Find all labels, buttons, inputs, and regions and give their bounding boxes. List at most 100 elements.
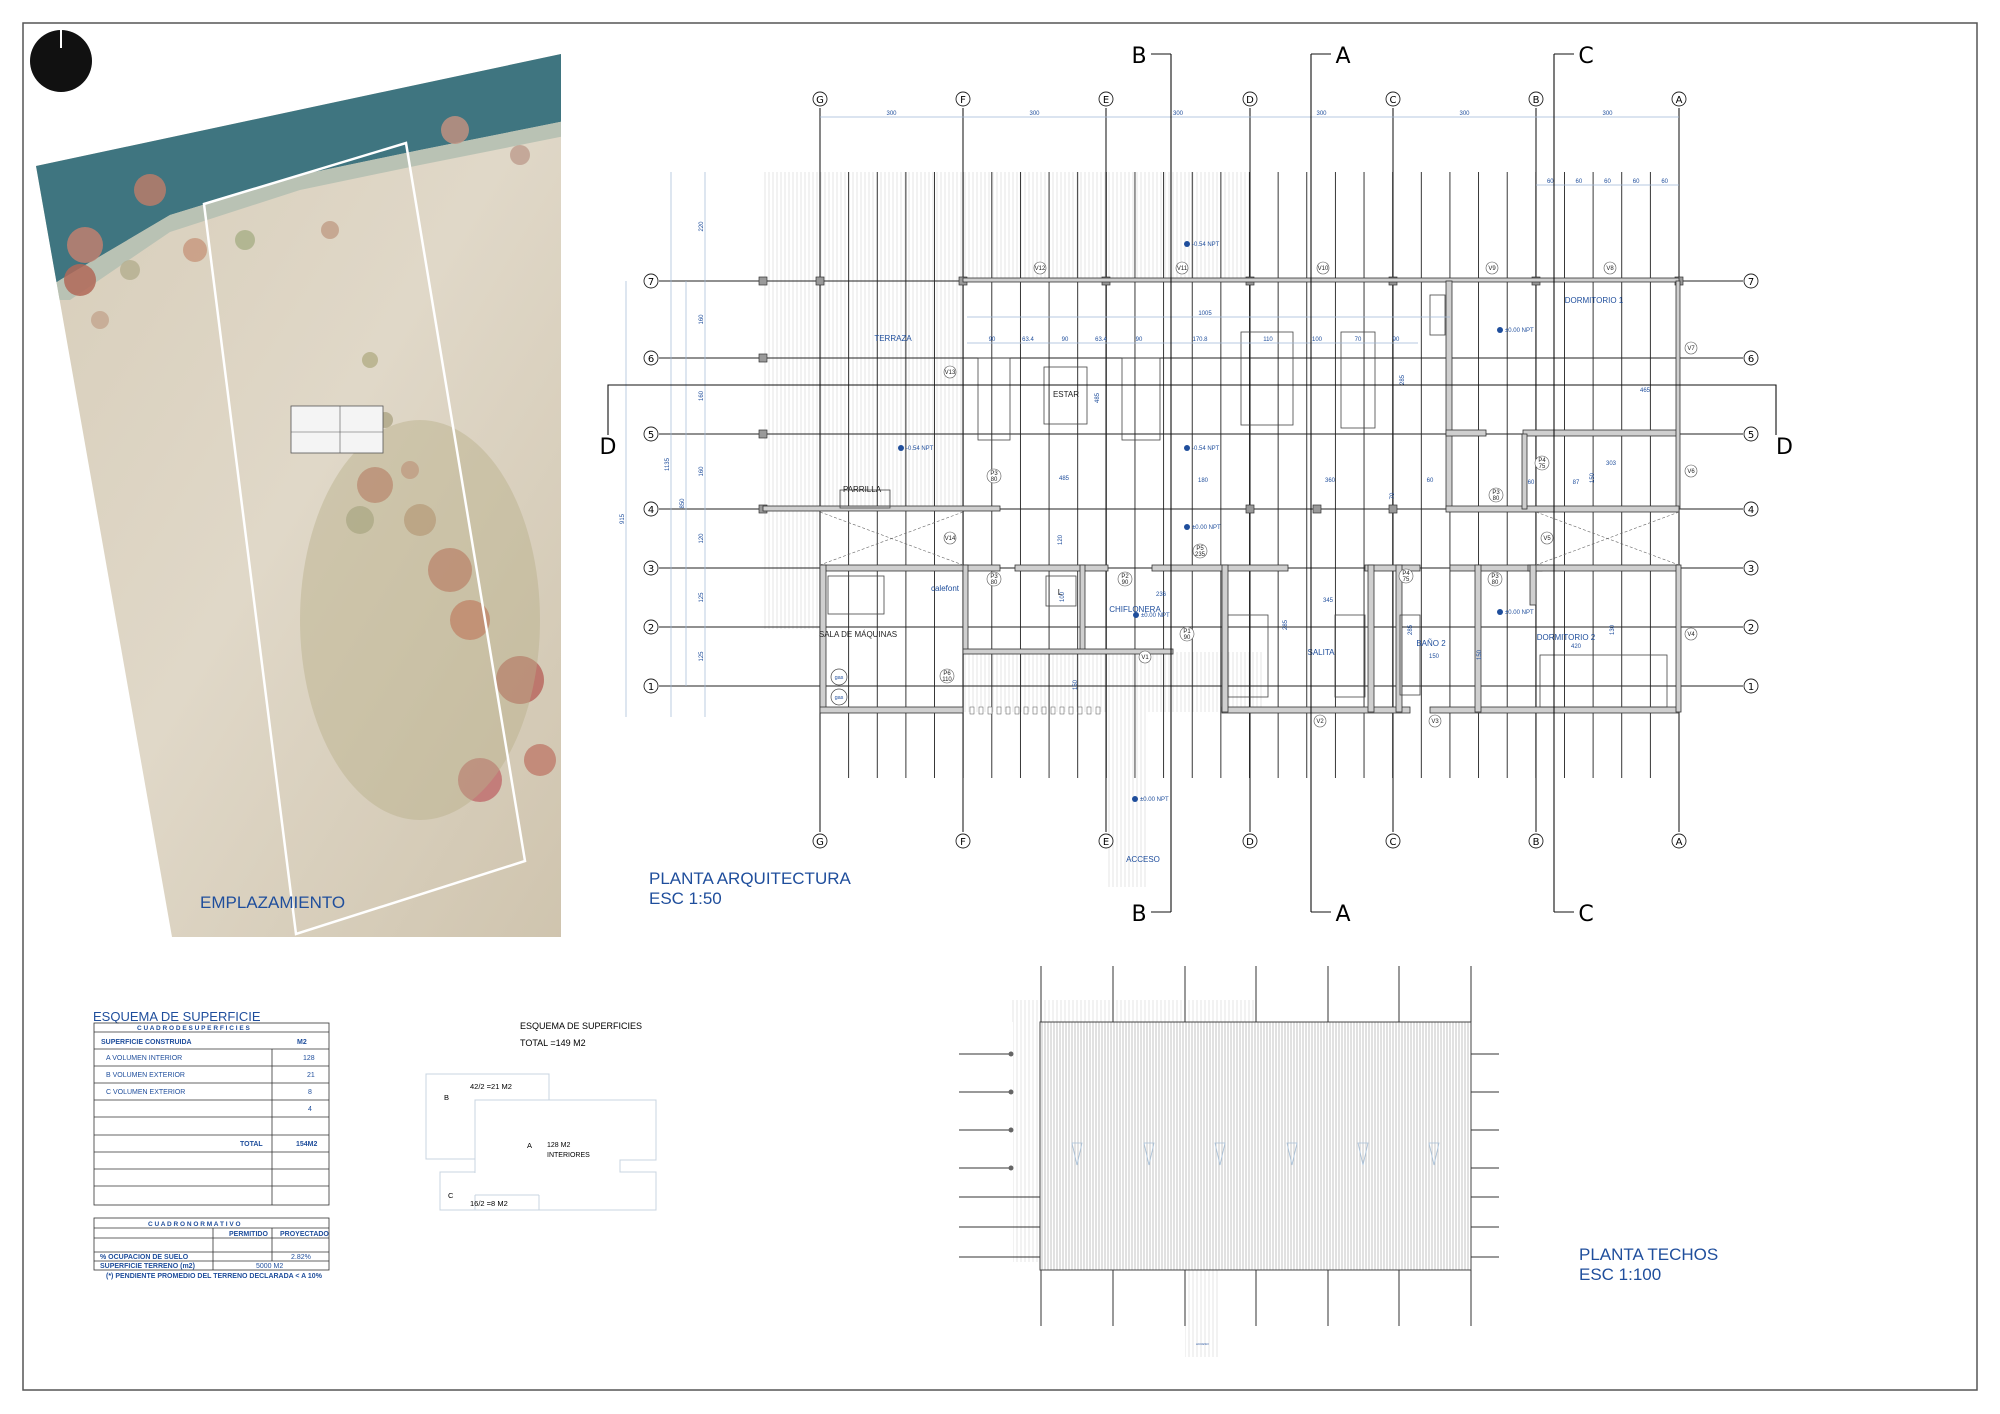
room-label: gas [835,695,844,701]
lot-boundary [202,141,527,936]
tree [428,548,472,592]
grid-bubble [643,273,659,289]
dimension-label: 100 [1060,591,1066,602]
dimension-label: 180 [1198,478,1209,484]
deck-slat [1086,706,1092,715]
window-tag-label: V3 [1431,719,1439,725]
door-tag-width: 80 [991,477,998,483]
door-tag-id: P2 [1121,574,1129,580]
deck-slat [1014,706,1020,715]
roof-slope-arrow-icon [1286,1142,1298,1166]
window-tag-label: V1 [1141,655,1149,661]
scheme-c-area: 16/2 =8 M2 [470,1199,508,1208]
dimension-label: 285 [1408,624,1414,635]
wall [1522,429,1680,437]
wall [1529,564,1537,606]
dimension-label: 150 [1590,472,1596,483]
dimension-label: 300 [886,111,897,117]
deck-slat [1023,706,1029,715]
wall [962,648,1174,655]
grid-row-label: 3 [1748,564,1754,575]
grid-row-label: 2 [648,623,654,634]
door-tag [1398,568,1414,584]
deck-slat [1095,706,1101,715]
tree [510,145,530,165]
section-label: A [1335,44,1350,69]
roof-post [1008,1051,1014,1057]
door-tag-id: P5 [1196,546,1204,552]
furniture-piece [1121,357,1161,441]
window-tag-label: V7 [1687,346,1695,352]
void-diagonal [1535,511,1680,566]
column-post [1312,504,1322,514]
roof-post [1008,1127,1014,1133]
dimension-label: 60 [1528,480,1535,486]
surface-row-value: 128 [303,1055,315,1062]
room-label: ESTAR [1053,390,1079,399]
dimension-label: 170.8 [1192,337,1208,343]
deck-slat [1032,706,1038,715]
tree [183,238,207,262]
room-label: TERRAZA [874,334,912,343]
room-label: DORMITORIO 1 [1565,296,1624,305]
scheme-a-area: 128 M2 [547,1142,570,1149]
grid-bubble [643,619,659,635]
surface-table-caption: C U A D R O D E S U P E R F I C I E S [137,1025,250,1032]
column-post [1245,504,1255,514]
door-tag [1117,571,1133,587]
sheet-border [22,22,1978,1391]
door-tag [1192,543,1208,559]
door-tag [986,468,1002,484]
grid-bubble [1528,833,1544,849]
grid-bubble [643,560,659,576]
furniture-piece [1227,614,1269,698]
grid-row-label: 6 [1748,354,1754,365]
window-tag-label: V10 [1318,266,1329,272]
roof-surface [1039,1021,1472,1271]
door-tag-id: P3 [990,471,998,477]
deck-slat [1041,706,1047,715]
tree [91,311,109,329]
grid-bubble [812,91,828,107]
surface-total-value: 154M2 [296,1141,318,1148]
grid-column-label: G [816,95,824,106]
land-area-value: 5000 M2 [256,1263,283,1270]
dimension-label: 160 [699,466,705,477]
column-post [1388,504,1398,514]
wall [1521,433,1528,510]
dimension-label: 285 [1283,619,1289,630]
dimension-label: 485 [1059,476,1070,482]
dimension-label: 60 [1633,179,1640,185]
grid-bubble [643,350,659,366]
dimension-label: 130 [1610,624,1616,635]
wall [1445,280,1453,510]
grid-bubble [1528,91,1544,107]
grid-bubble [1098,91,1114,107]
dimension-label: 465 [1640,388,1651,394]
wall [1675,280,1681,510]
door-tag [986,571,1002,587]
column-post [758,353,768,363]
grid-bubble [1743,350,1759,366]
section-label: C [1578,902,1593,927]
tree [346,506,374,534]
surface-table-heading: ESQUEMA DE SUPERFICIE [93,1009,261,1024]
grid-column-label: G [816,837,824,848]
normative-table: C U A D R O N O R M A T I V O PERMITIDO … [93,1217,329,1280]
surface-row-value: 8 [308,1089,312,1096]
grid-bubble [643,426,659,442]
furniture-piece [827,575,885,615]
level-label: -0.54 NPT [1192,242,1220,248]
tree [235,230,255,250]
furniture-piece [1340,331,1376,429]
wall [1014,564,1109,572]
grid-bubble [1743,678,1759,694]
grid-bubble [1242,91,1258,107]
surface-row-label: A VOLUMEN INTERIOR [106,1055,182,1062]
grid-row-label: 3 [648,564,654,575]
grid-row-label: 5 [648,430,654,441]
door-tag [1487,571,1503,587]
window-tag [1684,627,1698,641]
